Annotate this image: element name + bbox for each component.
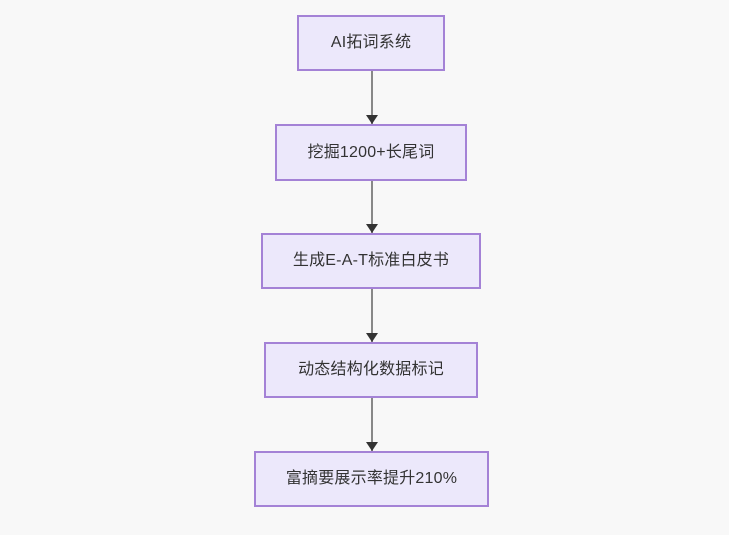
- connector-line: [371, 398, 373, 451]
- arrowhead-icon: [366, 224, 378, 233]
- connector-line: [371, 289, 373, 342]
- connector-line: [371, 181, 373, 233]
- flow-node-label: 挖掘1200+长尾词: [307, 143, 435, 161]
- flow-node-dynamic-structured-data-markup[interactable]: 动态结构化数据标记: [264, 342, 478, 398]
- flow-node-label: 生成E-A-T标准白皮书: [292, 252, 450, 270]
- flow-node-label: AI拓词系统: [330, 34, 412, 52]
- arrowhead-icon: [366, 442, 378, 451]
- flow-node-label: 富摘要展示率提升210%: [285, 470, 458, 488]
- arrowhead-icon: [366, 333, 378, 342]
- flow-node-ai-keyword-system[interactable]: AI拓词系统: [297, 15, 445, 71]
- flow-node-mine-longtail-keywords[interactable]: 挖掘1200+长尾词: [275, 124, 467, 181]
- connector-line: [371, 71, 373, 124]
- flow-node-rich-snippet-impression-lift[interactable]: 富摘要展示率提升210%: [254, 451, 489, 507]
- flow-node-generate-eat-whitepaper[interactable]: 生成E-A-T标准白皮书: [261, 233, 481, 289]
- flow-node-label: 动态结构化数据标记: [298, 361, 444, 379]
- arrowhead-icon: [366, 115, 378, 124]
